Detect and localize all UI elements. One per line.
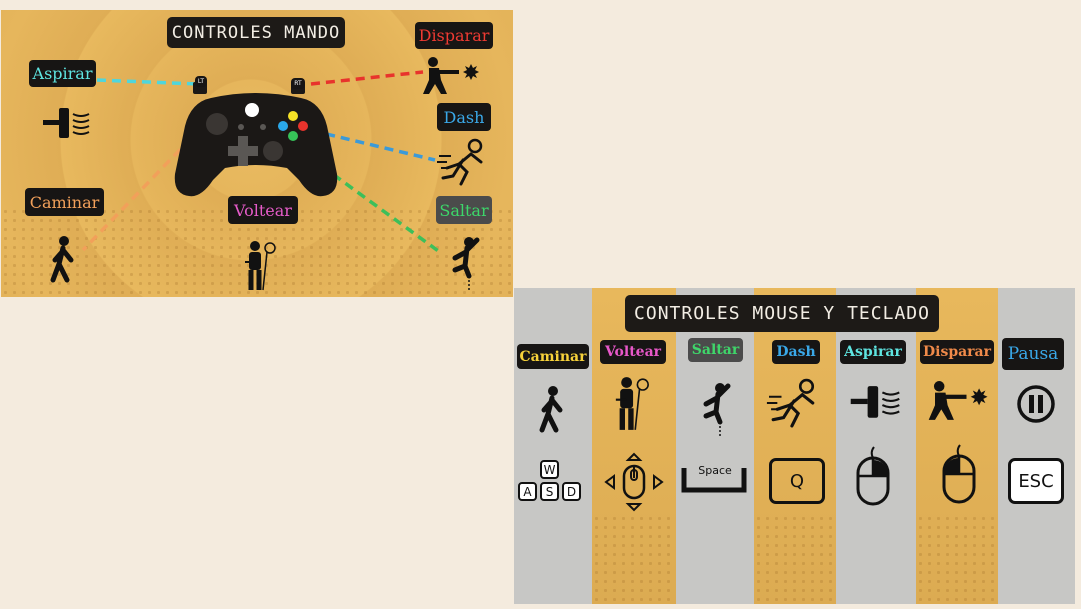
jumping-person-icon — [452, 237, 480, 292]
space-key-icon — [681, 468, 747, 493]
a-key: A — [518, 482, 537, 501]
keyboard-controls-panel: CONTROLES MOUSE Y TECLADO Caminar Voltea… — [514, 288, 1075, 604]
aspirar-connector — [96, 78, 199, 86]
b-button — [298, 121, 308, 131]
lt-label: LT — [195, 76, 207, 87]
pause-icon — [1017, 385, 1055, 423]
aspirar-label: Aspirar — [840, 340, 906, 364]
arrow-keys-mouse-icon — [604, 452, 664, 512]
running-person-icon — [766, 378, 815, 428]
x-button — [278, 121, 288, 131]
keyboard-title: CONTROLES MOUSE Y TECLADO — [625, 295, 939, 332]
saltar-label: Saltar — [436, 196, 492, 224]
aspirar-label: Aspirar — [29, 60, 96, 87]
q-key: Q — [769, 458, 825, 504]
w-key: W — [540, 460, 559, 479]
voltear-label: Voltear — [600, 340, 666, 364]
caminar-connector — [81, 126, 203, 252]
pausa-label: Pausa — [1002, 338, 1064, 370]
disparar-label: Disparar — [920, 340, 994, 364]
shooter-icon — [928, 381, 988, 420]
home-button — [245, 103, 259, 117]
mouse-right-click-icon — [856, 446, 890, 506]
rt-label: RT — [291, 78, 305, 89]
saltar-label: Saltar — [688, 338, 743, 362]
caminar-label: Caminar — [25, 188, 104, 216]
column-pausa — [998, 288, 1075, 604]
person-with-net-icon — [615, 377, 649, 430]
gamepad-controls-panel: CONTROLES MANDO LT RT Aspirar Disparar D… — [1, 10, 513, 297]
walking-person-icon — [539, 386, 563, 433]
column-caminar — [514, 288, 592, 604]
left-stick — [206, 113, 228, 135]
s-key: S — [540, 482, 559, 501]
esc-key: ESC — [1008, 458, 1064, 504]
vacuum-icon — [43, 108, 90, 138]
a-button — [288, 131, 298, 141]
voltear-label: Voltear — [228, 196, 298, 224]
vacuum-icon — [850, 386, 900, 418]
d-key: D — [562, 482, 581, 501]
disparar-connector — [310, 70, 424, 86]
person-with-net-icon — [245, 241, 276, 291]
dash-label: Dash — [772, 340, 820, 364]
disparar-label: Disparar — [415, 22, 493, 49]
space-key-label: Space — [698, 464, 732, 477]
jumping-person-icon — [703, 383, 731, 438]
y-button — [288, 111, 298, 121]
running-person-icon — [437, 138, 483, 186]
column-saltar — [676, 288, 754, 604]
walking-person-icon — [50, 236, 74, 283]
mouse-left-click-icon — [942, 444, 976, 504]
column-dash — [754, 288, 836, 604]
column-voltear — [592, 288, 676, 604]
dpad — [228, 136, 258, 166]
right-stick — [263, 141, 283, 161]
dash-label: Dash — [437, 103, 491, 131]
caminar-label: Caminar — [517, 344, 589, 369]
gamepad-icon — [174, 82, 338, 197]
gamepad-title: CONTROLES MANDO — [167, 17, 345, 48]
shooter-icon — [423, 57, 479, 94]
